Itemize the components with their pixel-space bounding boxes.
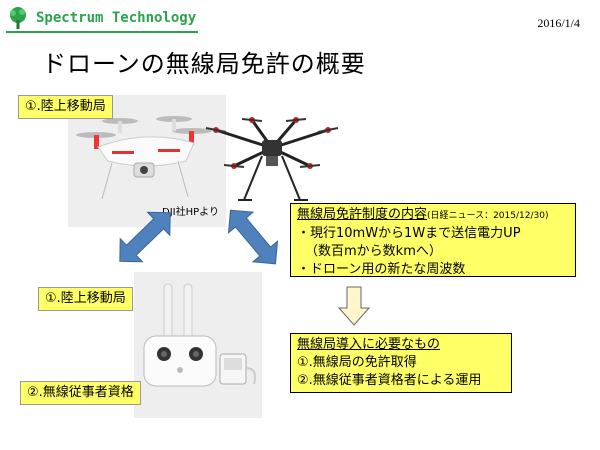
label-land-mobile-station-bottom: ①.陸上移動局 [38,287,133,311]
quadcopter-drone-image [76,116,212,201]
license-system-box: 無線局免許制度の内容(日経ニュース：2015/12/30) ・現行10mWから1… [290,203,576,277]
license-system-heading: 無線局免許制度の内容 [297,207,428,222]
label-land-mobile-station-top: ①.陸上移動局 [18,95,113,119]
remote-controller-image [143,283,256,387]
tree-logo-icon [10,7,26,29]
requirement-item: ①.無線局の免許取得 [297,355,417,370]
requirement-item: ②.無線従事者資格者による運用 [297,373,482,388]
logo-text: Spectrum Technology [36,10,197,26]
requirements-heading: 無線局導入に必要なもの [297,337,441,352]
quadcopter-photo-panel [68,95,226,227]
news-source: (日経ニュース：2015/12/30) [427,211,549,221]
slide-title: ドローンの無線局免許の概要 [42,50,366,78]
bidirectional-arrow-right [227,209,279,265]
header-divider [6,31,198,33]
requirements-box: 無線局導入に必要なもの ①.無線局の免許取得 ②.無線従事者資格者による運用 [290,333,512,393]
label-radio-operator-license: ②.無線従事者資格 [20,381,141,405]
license-system-line: （数百mから数kmへ） [305,244,442,259]
license-system-line: ・ドローン用の新たな周波数 [297,262,466,277]
slide-date: 2016/1/4 [537,16,580,30]
logo: Spectrum Technology [6,6,196,30]
license-system-line: ・現行10mWから1Wまで送信電力UP [297,226,521,241]
image-credit: DJI社HPより [162,207,219,218]
down-arrow-icon [338,286,370,326]
hexacopter-drone-image [205,117,339,201]
controller-photo-panel [134,272,262,418]
bidirectional-arrow-left [119,211,171,263]
